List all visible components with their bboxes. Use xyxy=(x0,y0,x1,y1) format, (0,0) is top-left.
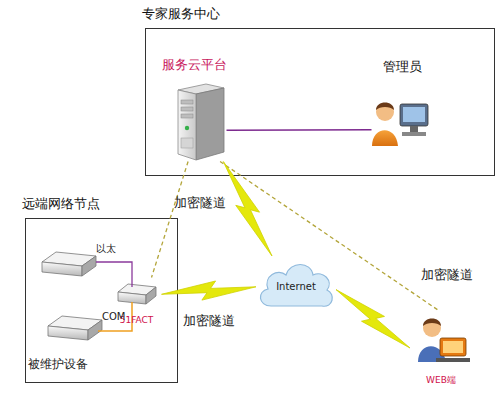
edge-label: 加密隧道 xyxy=(174,196,226,210)
link-line xyxy=(227,129,372,131)
gateway-icon xyxy=(118,284,156,304)
cloud-platform-server: 服务云平台 xyxy=(163,58,227,162)
link-line xyxy=(152,162,189,278)
connector-line xyxy=(152,162,189,278)
web-user-icon xyxy=(418,319,470,363)
encrypted-tunnel xyxy=(336,290,410,348)
part-label: 以太 xyxy=(96,243,116,254)
device-icon xyxy=(42,252,96,276)
link-line xyxy=(220,162,438,311)
part-label: 被维护设备 xyxy=(28,358,88,371)
internet-cloud: Internet xyxy=(256,256,336,312)
encrypted-tunnel xyxy=(162,281,257,300)
admin-icon xyxy=(372,103,428,147)
edge-label: 加密隧道 xyxy=(183,314,235,328)
service-center-box: 专家服务中心服务云平台管理员 xyxy=(145,28,495,176)
admin-node: 管理员 xyxy=(372,60,434,150)
connector-line xyxy=(227,129,372,131)
cloud-outline xyxy=(260,265,332,307)
edge-label: 加密隧道 xyxy=(421,268,473,282)
connector-line xyxy=(220,162,438,311)
node-label: 服务云平台 xyxy=(162,58,227,72)
node-label: 远端网络节点 xyxy=(22,197,100,211)
node-label: 管理员 xyxy=(383,60,422,74)
lightning-bolt xyxy=(336,290,410,348)
server-icon xyxy=(178,84,224,160)
part-label: COM xyxy=(102,311,125,322)
web-client: WEB端 xyxy=(410,310,472,386)
node-label: 专家服务中心 xyxy=(142,7,220,21)
ethernet-wire xyxy=(96,262,132,287)
lightning-bolt xyxy=(162,281,257,300)
device-icon xyxy=(48,316,102,340)
node-label: WEB端 xyxy=(426,376,456,386)
node-label: Internet xyxy=(276,281,316,292)
